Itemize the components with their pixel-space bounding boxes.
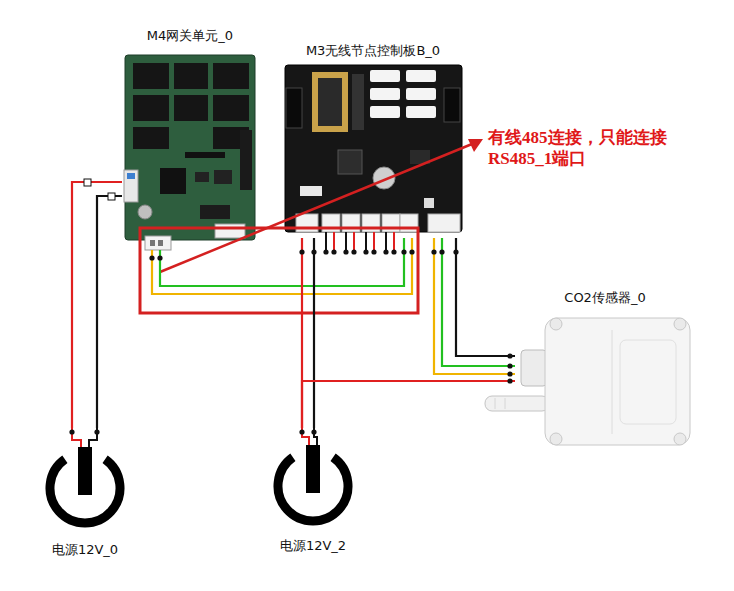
callout-arrow [160,144,472,272]
wire [72,182,122,428]
wire [302,381,515,428]
wire [442,238,515,366]
wire-bundle [302,381,515,428]
annotation-note: 有线485连接，只能连接 RS485_1端口 [488,127,716,170]
wire [313,238,315,428]
device-name: M4网关单元_0 [145,28,235,44]
wire-bundle [434,238,515,374]
power-symbol [50,428,120,523]
device-node: M4网关单元_0 [122,28,258,250]
node-board [285,65,462,232]
gateway-board [124,55,255,250]
device-name: 电源12V_0 [50,542,120,558]
device-node: 电源12V_2 [266,428,360,554]
highlight-frame [140,228,418,313]
device-node: CO2传感器_0 [515,290,695,450]
terminal-stubs [326,232,394,250]
device-name: 电源12V_2 [278,538,348,554]
wire-bundle [72,182,122,428]
device-node: 电源12V_0 [38,428,132,558]
wire-bundle [302,238,314,428]
wire [434,238,515,374]
callout-arrowhead [468,139,483,152]
wire-bundle [152,238,412,294]
wire [97,196,122,428]
wire [160,238,404,286]
device-name: M3无线节点控制板B_0 [304,43,442,59]
wire [152,238,412,294]
device-name: CO2传感器_0 [562,290,647,306]
power-symbol [278,428,348,521]
sensor-housing [485,318,690,445]
device-node: M3无线节点控制板B_0 [282,43,464,238]
wire [456,238,515,356]
